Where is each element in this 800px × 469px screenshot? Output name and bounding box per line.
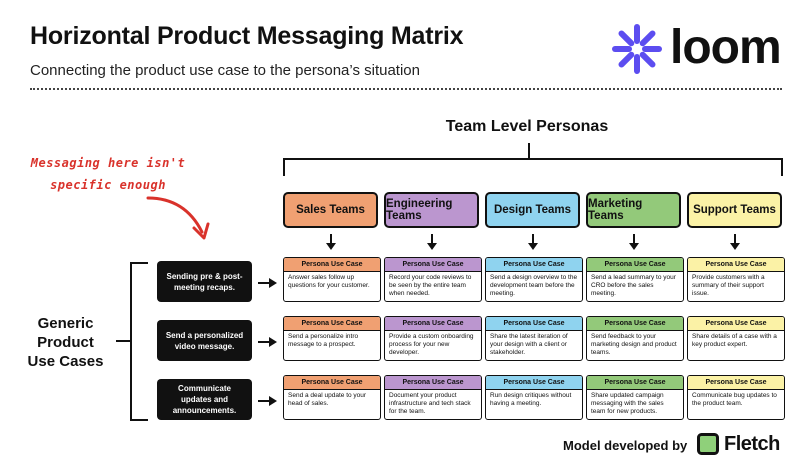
- page-title: Horizontal Product Messaging Matrix: [30, 22, 464, 50]
- cell-header: Persona Use Case: [486, 376, 582, 390]
- dotted-divider: [30, 88, 782, 90]
- personas-title: Team Level Personas: [445, 118, 609, 135]
- loom-logo: loom: [612, 21, 787, 74]
- persona-support: Support Teams: [687, 192, 782, 228]
- left-label-line-3: Use Cases: [27, 353, 104, 370]
- left-label-line-1: Generic: [37, 315, 94, 332]
- generic-use-case: Send a personalized video message.: [157, 320, 252, 361]
- cell-header: Persona Use Case: [486, 317, 582, 331]
- cell-text: Share details of a case with a key produ…: [692, 333, 777, 349]
- cell-header: Persona Use Case: [587, 258, 683, 272]
- fletch-square-icon: [697, 433, 719, 455]
- persona-engineering: Engineering Teams: [384, 192, 479, 228]
- page-subtitle: Connecting the product use case to the p…: [30, 62, 420, 79]
- fletch-logo: Fletch: [697, 432, 780, 456]
- persona-marketing: Marketing Teams: [586, 192, 681, 228]
- down-arrow-icon: [426, 234, 438, 256]
- cell-text: Answer sales follow up questions for you…: [288, 274, 370, 290]
- cell-header: Persona Use Case: [688, 376, 784, 390]
- loom-logo-text: loom: [670, 21, 782, 74]
- generic-use-case: Sending pre & post-meeting recaps.: [157, 261, 252, 302]
- cell-text: Run design critiques without having a me…: [490, 392, 572, 408]
- cell-text: Send a deal update to your head of sales…: [288, 392, 367, 408]
- right-arrow-icon: [256, 276, 278, 294]
- cell-text: Provide a custom onboarding process for …: [389, 333, 474, 357]
- cell-header: Persona Use Case: [284, 317, 380, 331]
- cell-header: Persona Use Case: [284, 258, 380, 272]
- cell-header: Persona Use Case: [688, 258, 784, 272]
- annotation-note: Messaging here isn't specific enough: [18, 152, 198, 196]
- cell-header: Persona Use Case: [284, 376, 380, 390]
- cell-header: Persona Use Case: [385, 317, 481, 331]
- fletch-logo-text: Fletch: [724, 432, 780, 455]
- cell-text: Share updated campaign messaging with th…: [591, 392, 664, 416]
- cell-text: Send a design overview to the developmen…: [490, 274, 578, 298]
- personas-bracket-tick: [528, 143, 530, 159]
- cell-text: Document your product infrastructure and…: [389, 392, 471, 416]
- personas-bracket: [283, 158, 783, 176]
- down-arrow-icon: [628, 234, 640, 256]
- annotation-line-2: specific enough: [50, 178, 166, 192]
- down-arrow-icon: [527, 234, 539, 256]
- cell-text: Share the latest iteration of your desig…: [490, 333, 568, 357]
- generic-use-case: Communicate updates and announcements.: [157, 379, 252, 420]
- left-bracket: [130, 262, 148, 421]
- right-arrow-icon: [256, 394, 278, 412]
- left-bracket-tick: [116, 340, 131, 342]
- cell-text: Record your code reviews to be seen by t…: [389, 274, 472, 298]
- cell-text: Send a personalize intro message to a pr…: [288, 333, 359, 349]
- cell-header: Persona Use Case: [385, 258, 481, 272]
- cell-header: Persona Use Case: [587, 317, 683, 331]
- left-label-line-2: Product: [37, 334, 94, 351]
- cell-header: Persona Use Case: [385, 376, 481, 390]
- down-arrow-icon: [729, 234, 741, 256]
- annotation-line-1: Messaging here isn't: [30, 156, 186, 170]
- cell-text: Communicate bug updates to the product t…: [692, 392, 777, 408]
- red-curved-arrow-icon: [146, 196, 210, 240]
- right-arrow-icon: [256, 335, 278, 353]
- cell-header: Persona Use Case: [486, 258, 582, 272]
- persona-design: Design Teams: [485, 192, 580, 228]
- cell-header: Persona Use Case: [587, 376, 683, 390]
- persona-sales: Sales Teams: [283, 192, 378, 228]
- cell-text: Provide customers with a summary of thei…: [692, 274, 765, 298]
- generic-use-cases-label: Generic Product Use Cases: [18, 314, 113, 371]
- cell-text: Send a lead summary to your CRO before t…: [591, 274, 676, 298]
- footer-credit: Model developed by: [563, 438, 688, 453]
- down-arrow-icon: [325, 234, 337, 256]
- loom-burst-icon: [612, 24, 662, 74]
- cell-text: Send feedback to your marketing design a…: [591, 333, 677, 357]
- cell-header: Persona Use Case: [688, 317, 784, 331]
